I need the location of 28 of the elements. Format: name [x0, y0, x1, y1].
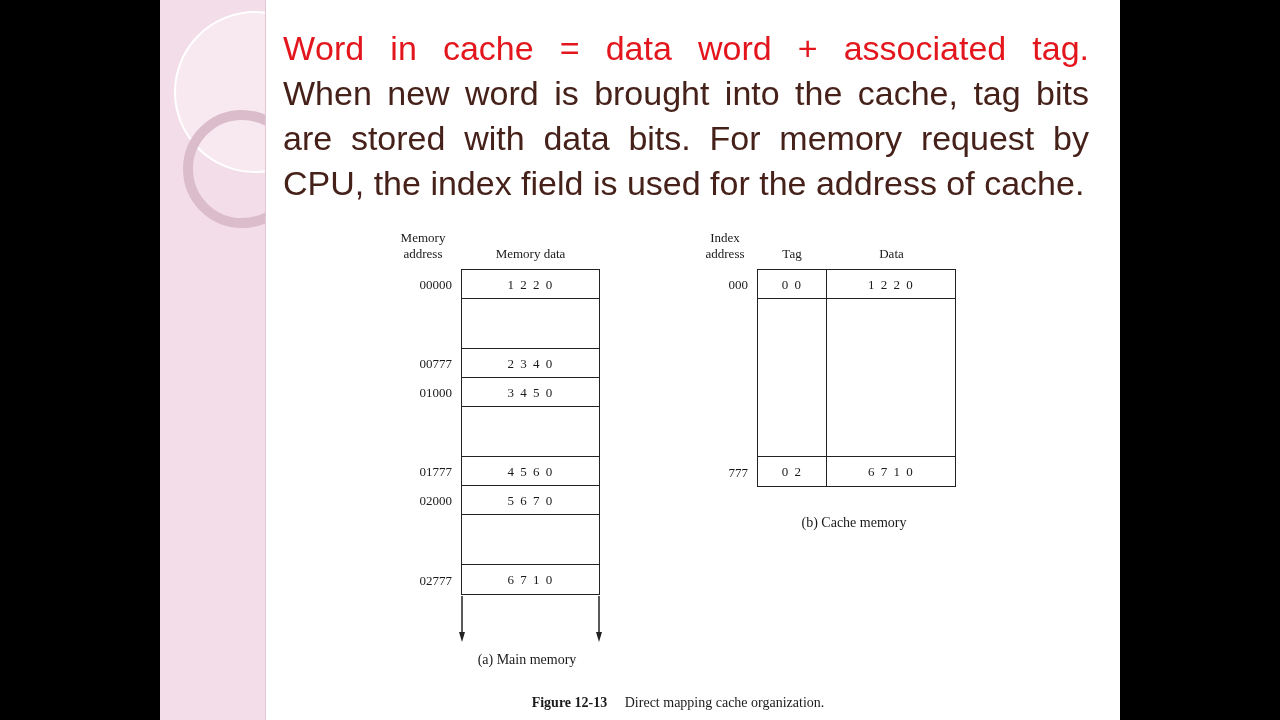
cell-value: 4 5 6 0 — [507, 463, 554, 479]
address-label: 00777 — [419, 355, 452, 371]
cell-value: 0 2 — [781, 464, 803, 479]
address-label: 02777 — [419, 572, 452, 587]
address-label: 777 — [728, 464, 748, 479]
highlighted-sentence: Word in cache = data word + associated tag. — [283, 28, 1089, 69]
address-label: 000 — [728, 276, 748, 292]
address-label: 01000 — [419, 384, 452, 400]
address-label: 01777 — [419, 463, 452, 479]
cell-value: 5 6 7 0 — [507, 492, 554, 508]
cell-value: 1 2 2 0 — [507, 276, 554, 292]
subfigure-caption: (b) Cache memory — [801, 514, 907, 532]
address-label: 02000 — [419, 492, 452, 508]
cell-value: 3 4 5 0 — [507, 384, 554, 400]
column-heading: Tag — [782, 246, 802, 262]
column-heading: Memory data — [495, 246, 566, 262]
column-heading: Data — [879, 246, 904, 262]
cell-value: 6 7 1 0 — [867, 464, 915, 479]
figure-caption: Figure 12-13 Direct mapping cache organization. — [531, 694, 825, 712]
address-label: 00000 — [419, 276, 452, 292]
cell-value: 6 7 1 0 — [507, 572, 554, 587]
column-heading: Memory address — [400, 230, 446, 262]
subfigure-caption: (a) Main memory — [477, 651, 577, 669]
column-heading: Index address — [705, 230, 745, 262]
cell-value: 2 3 4 0 — [507, 355, 554, 371]
cell-value: 1 2 2 0 — [867, 276, 915, 292]
body-paragraph: When new word is brought into the cache, tag bits are stored with data bits. For memory request by CPU, the index field is used for the address of cache. — [283, 73, 1089, 204]
cell-value: 0 0 — [781, 276, 803, 292]
